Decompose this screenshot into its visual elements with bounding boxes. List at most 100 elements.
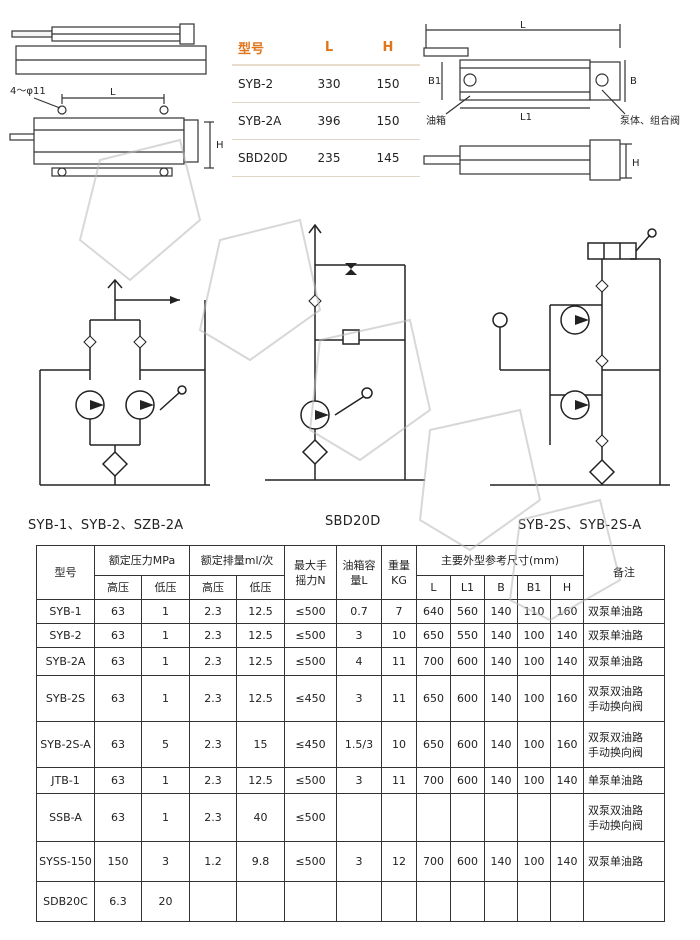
spec-cell-d-lo: 9.8 bbox=[236, 841, 285, 882]
spec-cell-d-lo: 12.5 bbox=[236, 623, 285, 648]
spec-cell-weight: 12 bbox=[381, 841, 417, 882]
spec-note-line1: 双泵单油路 bbox=[588, 655, 643, 668]
dim-h-label: H bbox=[632, 158, 640, 169]
spec-cell-tank: 1.5/3 bbox=[336, 721, 382, 768]
dim-l-label: L bbox=[520, 20, 526, 31]
spec-cell-b1 bbox=[517, 881, 551, 922]
spec-cell-d-lo: 12.5 bbox=[236, 647, 285, 676]
hydraulic-schematic-sbd20d bbox=[265, 223, 425, 481]
spec-cell-p-hi: 63 bbox=[94, 793, 142, 842]
tank-label: 油箱 bbox=[426, 114, 446, 127]
spec-cell-p-hi: 63 bbox=[94, 599, 142, 624]
spec-cell-b1: 100 bbox=[517, 675, 551, 722]
dim-cell: SBD20D bbox=[232, 139, 302, 177]
spec-header-tank-line1: 油箱容 bbox=[342, 558, 376, 572]
spec-cell-weight: 10 bbox=[381, 623, 417, 648]
spec-cell-model: SYB-1 bbox=[36, 599, 95, 624]
spec-cell-note: 双泵单油路 bbox=[583, 599, 665, 624]
spec-cell-l1: 600 bbox=[450, 721, 485, 768]
spec-cell-d-hi: 2.3 bbox=[189, 767, 237, 794]
dim-cell: 145 bbox=[356, 139, 420, 177]
spec-cell-p-lo: 1 bbox=[141, 793, 190, 842]
spec-note-line1: 双泵单油路 bbox=[588, 605, 643, 618]
spec-cell-force: ≤450 bbox=[284, 721, 337, 768]
spec-cell-b bbox=[484, 881, 518, 922]
spec-cell-weight bbox=[381, 793, 417, 842]
spec-cell-d-lo: 12.5 bbox=[236, 675, 285, 722]
dim-col-model: 型号 bbox=[232, 30, 302, 66]
spec-cell-p-lo: 1 bbox=[141, 767, 190, 794]
spec-cell-model: SDB20C bbox=[36, 881, 95, 922]
spec-cell-model: SYB-2S-A bbox=[36, 721, 95, 768]
spec-cell-l: 700 bbox=[416, 841, 451, 882]
pump-side-view-drawing: 4～φ11 L H bbox=[9, 23, 224, 177]
spec-cell-h: 160 bbox=[550, 721, 584, 768]
spec-header-dimensions: 主要外型参考尺寸(mm) bbox=[416, 545, 584, 576]
spec-cell-l1: 600 bbox=[450, 675, 485, 722]
spec-note-line1: 双泵双油路 bbox=[588, 803, 643, 817]
spec-header-force-line2: 摇力N bbox=[295, 573, 326, 587]
dim-l-label: L bbox=[110, 87, 116, 98]
spec-cell-l1: 560 bbox=[450, 599, 485, 624]
spec-cell-b1: 100 bbox=[517, 841, 551, 882]
spec-header-displacement: 额定排量ml/次 bbox=[189, 545, 285, 576]
spec-cell-b1: 100 bbox=[517, 767, 551, 794]
spec-subheader-dim: H bbox=[550, 575, 584, 600]
spec-cell-force: ≤450 bbox=[284, 675, 337, 722]
spec-cell-force: ≤500 bbox=[284, 647, 337, 676]
spec-subheader-dim: L bbox=[416, 575, 451, 600]
spec-cell-tank: 3 bbox=[336, 623, 382, 648]
spec-cell-l1: 550 bbox=[450, 623, 485, 648]
dimension-table-header: 型号 L H bbox=[232, 30, 420, 66]
bolt-hole-label: 4～φ11 bbox=[10, 86, 46, 97]
spec-cell-b: 140 bbox=[484, 623, 518, 648]
spec-cell-p-hi: 63 bbox=[94, 623, 142, 648]
spec-note-line2: 手动换向阀 bbox=[588, 699, 643, 713]
spec-note-line1: 双泵双油路 bbox=[588, 684, 643, 698]
spec-cell-d-hi: 2.3 bbox=[189, 675, 237, 722]
spec-cell-weight: 10 bbox=[381, 721, 417, 768]
spec-cell-l bbox=[416, 793, 451, 842]
spec-cell-model: SYB-2 bbox=[36, 623, 95, 648]
spec-header-force-line1: 最大手 bbox=[294, 558, 327, 572]
spec-header-pressure: 额定压力MPa bbox=[94, 545, 190, 576]
spec-note-line1: 双泵双油路 bbox=[588, 730, 643, 744]
spec-cell-p-lo: 5 bbox=[141, 721, 190, 768]
spec-cell-d-hi: 2.3 bbox=[189, 623, 237, 648]
spec-cell-p-hi: 63 bbox=[94, 675, 142, 722]
spec-cell-model: SYB-2S bbox=[36, 675, 95, 722]
spec-cell-note: 单泵单油路 bbox=[583, 767, 665, 794]
caption-schematic-syb: SYB-1、SYB-2、SZB-2A bbox=[28, 518, 184, 533]
spec-subheader-low: 低压 bbox=[236, 575, 285, 600]
spec-cell-h: 140 bbox=[550, 623, 584, 648]
spec-cell-b: 140 bbox=[484, 767, 518, 794]
spec-cell-force: ≤500 bbox=[284, 623, 337, 648]
spec-subheader-dim: L1 bbox=[450, 575, 485, 600]
spec-cell-force: ≤500 bbox=[284, 793, 337, 842]
dim-col-h: H bbox=[356, 30, 420, 66]
spec-header-tank: 油箱容量L bbox=[336, 545, 382, 600]
spec-cell-l: 700 bbox=[416, 767, 451, 794]
spec-note-line2: 手动换向阀 bbox=[588, 745, 643, 759]
hydraulic-schematic-syb-2s bbox=[490, 228, 670, 486]
spec-cell-p-lo: 1 bbox=[141, 675, 190, 722]
spec-cell-force: ≤500 bbox=[284, 599, 337, 624]
spec-cell-h: 160 bbox=[550, 675, 584, 722]
spec-cell-d-lo: 15 bbox=[236, 721, 285, 768]
spec-cell-p-lo: 1 bbox=[141, 623, 190, 648]
hydraulic-schematic-syb bbox=[39, 278, 210, 486]
spec-cell-b: 140 bbox=[484, 599, 518, 624]
spec-cell-d-hi: 1.2 bbox=[189, 841, 237, 882]
spec-subheader-high: 高压 bbox=[94, 575, 142, 600]
spec-cell-p-lo: 1 bbox=[141, 599, 190, 624]
spec-cell-weight: 11 bbox=[381, 647, 417, 676]
spec-cell-d-hi: 2.3 bbox=[189, 793, 237, 842]
spec-cell-d-hi: 2.3 bbox=[189, 599, 237, 624]
spec-cell-note: 双泵双油路手动换向阀 bbox=[583, 675, 665, 722]
